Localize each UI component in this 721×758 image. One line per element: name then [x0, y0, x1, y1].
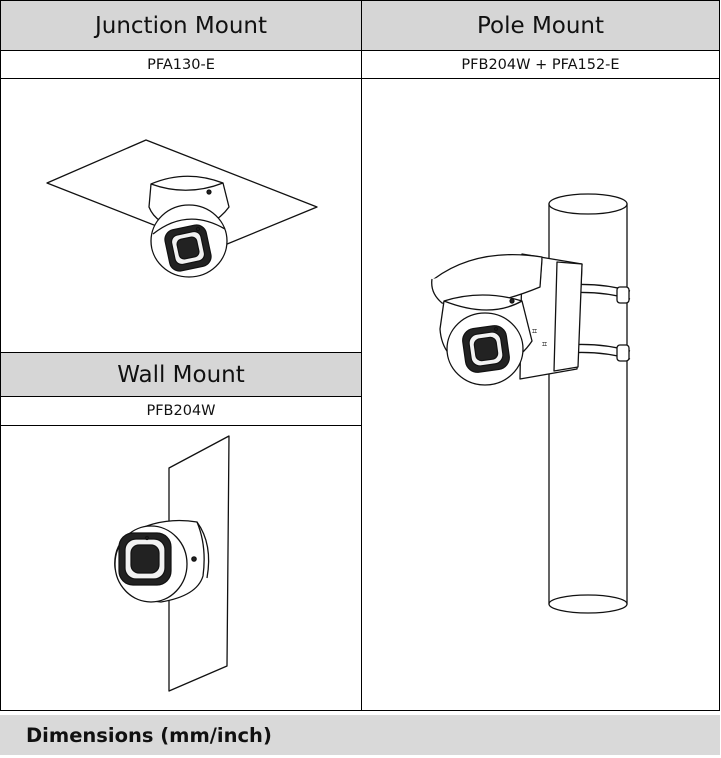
- wall-mount-model: PFB204W: [146, 403, 216, 419]
- dimensions-title: Dimensions (mm/inch): [26, 723, 272, 747]
- svg-text:⌗: ⌗: [532, 327, 537, 337]
- wall-mount-illustration: [114, 435, 230, 692]
- junction-mount-model-row: PFA130-E: [0, 50, 362, 79]
- wall-mount-model-row: PFB204W: [0, 396, 362, 426]
- wall-mount-image-cell: [0, 425, 362, 711]
- junction-mount-header: Junction Mount: [0, 0, 362, 51]
- wall-mount-header: Wall Mount: [0, 352, 362, 397]
- pole-mount-image-cell: ⌗ ⌗: [361, 78, 720, 711]
- pole-mount-title: Pole Mount: [476, 12, 605, 39]
- pole-mount-model-row: PFB204W + PFA152-E: [361, 50, 720, 79]
- dimensions-heading: Dimensions (mm/inch): [0, 715, 720, 755]
- wall-mount-title: Wall Mount: [117, 361, 245, 388]
- junction-mount-title: Junction Mount: [94, 12, 268, 39]
- pole-mount-header: Pole Mount: [361, 0, 720, 51]
- junction-mount-illustration: [46, 139, 318, 278]
- svg-text:⌗: ⌗: [542, 340, 547, 350]
- pole-mount-illustration: ⌗ ⌗: [431, 193, 631, 614]
- junction-mount-model: PFA130-E: [147, 56, 215, 73]
- junction-mount-image-cell: [0, 78, 362, 353]
- pole-mount-model: PFB204W + PFA152-E: [461, 56, 620, 73]
